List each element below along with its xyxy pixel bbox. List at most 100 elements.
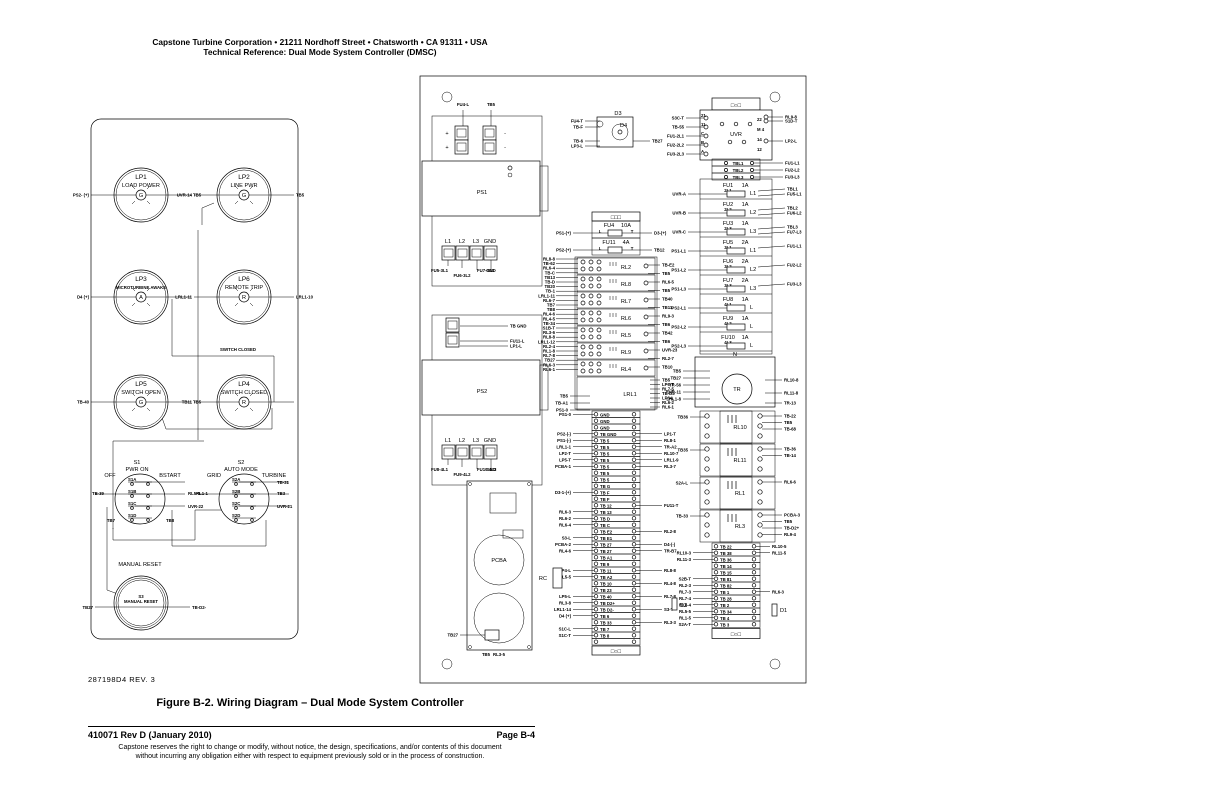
relay-wire-label: TB-68 — [784, 427, 797, 432]
terminal-wire-label: D4 (+) — [559, 613, 572, 618]
relay-terminal-icon — [596, 276, 602, 282]
relay-body — [576, 359, 656, 377]
drawing-number: 287198D4 REV. 3 — [88, 675, 156, 684]
relay-id: RL7 — [621, 299, 631, 305]
terminal-screw-icon — [631, 431, 637, 436]
relay-terminal-icon — [704, 522, 710, 528]
terminal-screw-icon — [751, 609, 757, 614]
lamp-ray-icon — [146, 407, 151, 412]
terminal-wire-label: LP5-L — [559, 594, 571, 599]
relay-terminal-icon — [580, 283, 586, 289]
fuse-cartridge-icon — [607, 246, 623, 254]
relay-wire-label: TB-D3 — [662, 391, 675, 396]
relay-rl6: RL6 — [576, 308, 656, 326]
fuse-output-label: L1 — [750, 248, 756, 254]
uvr-connector-icon: □○□ — [731, 103, 742, 109]
fuse-id: FU7 — [723, 278, 734, 284]
switch-wire-label: TB3 — [277, 491, 286, 496]
fuse-rating: 1A — [742, 221, 749, 227]
pcba-mount-hole-icon — [468, 645, 472, 649]
terminal-label: TB 5 — [600, 464, 610, 469]
diode-d1-icon — [771, 603, 778, 617]
disclaimer-line-1: Capstone reserves the right to change or… — [118, 744, 502, 751]
terminal-wire-label: LRL1-14 — [554, 607, 572, 612]
switch-wire-label: TB-31 — [277, 480, 290, 485]
diode-d2-icon — [671, 597, 678, 611]
terminal-screw-icon — [631, 470, 637, 475]
terminal-screw-icon — [631, 490, 637, 495]
switch-position-right: TURBINE — [262, 473, 287, 479]
relay-wire-label: RL6-4 — [543, 266, 556, 271]
terminal-label: GND — [484, 438, 496, 444]
lamp-ray-icon — [249, 185, 254, 190]
relay-body — [576, 325, 656, 343]
terminal-screw-icon — [713, 622, 719, 627]
relay-terminal-icon — [704, 446, 710, 452]
relay-id: RL11 — [734, 458, 747, 464]
footer-rule — [88, 726, 535, 727]
terminal-label: TB 28 — [720, 596, 732, 601]
fuse-block-connector-icon: □□□ — [611, 215, 622, 221]
relay-terminal-icon — [704, 489, 710, 495]
relay-body — [576, 376, 656, 411]
terminal-label: TB 34 — [720, 609, 732, 614]
terminal-end-connector — [711, 628, 761, 639]
terminal-label: TB E2 — [600, 529, 613, 534]
terminal-row: GND — [591, 423, 641, 431]
terminal-wire-label: RL10-3 — [677, 550, 692, 555]
lamp-color-code: G — [139, 193, 143, 199]
terminal-screw-icon — [631, 522, 637, 527]
terminal-wire-label: RL6-2 — [559, 516, 572, 521]
terminal-wire-label: LP1-T — [664, 431, 676, 436]
transformer-wire-label: RL11-8 — [784, 391, 799, 396]
fuse-wire-label: D3-(+) — [654, 231, 667, 236]
relay-terminal-icon — [704, 499, 710, 505]
ps-wire-label: FU7-3L3 — [477, 268, 495, 273]
ps-wire-label: FU5-3L1 — [431, 268, 449, 273]
uvr-pin-label: B — [701, 140, 704, 145]
terminal-wire-label: RL2-3 — [679, 583, 692, 588]
pcba-mount-hole-icon — [527, 482, 531, 486]
relay-wire-label: TB36 — [677, 415, 688, 420]
relay-terminal-icon — [588, 300, 594, 306]
terminal-label: TB 5 — [600, 458, 610, 463]
lamp-lens-icon — [238, 396, 250, 408]
terminal-screw-icon — [713, 589, 719, 594]
lamp-ray-icon — [131, 185, 136, 190]
switch-closed-note: SWITCH CLOSED — [220, 347, 256, 352]
relay-wire-label: TB-D2+ — [784, 526, 800, 531]
disclaimer-line-2: without incurring any obligation either … — [135, 753, 485, 760]
contact-icon — [146, 518, 150, 522]
ps-wire-label: TB5 — [487, 102, 496, 107]
ps1-clip — [539, 165, 549, 212]
switch-wire-label: UVR-22 — [188, 504, 204, 509]
terminal-screw-icon — [631, 444, 637, 449]
lamp-lens-icon — [238, 189, 250, 201]
terminal-screw-icon — [593, 600, 599, 605]
button-bezel-inner-icon — [117, 579, 165, 627]
switch-position-right: BSTART — [159, 473, 181, 479]
terminal-screw-icon — [593, 438, 599, 443]
relay-id: RL6 — [621, 316, 631, 322]
relay-rl9: RL9 — [576, 342, 656, 360]
contact-label: S2D — [232, 513, 240, 518]
fuse-wire-label: UVR-C — [672, 230, 686, 235]
relay-wire-label: TB7 — [547, 303, 556, 308]
button-bezel-inner-icon — [115, 577, 167, 629]
terminal-screw-icon — [751, 622, 757, 627]
diode-d2-label: D2 — [680, 603, 687, 609]
terminal-screw-icon — [593, 548, 599, 553]
uvr-pin-label: A — [701, 149, 704, 154]
contact-icon — [250, 494, 254, 498]
terminal-wire-label: RL2-8 — [664, 529, 677, 534]
diode-mount-icon — [611, 123, 629, 141]
switch-body-icon — [218, 473, 270, 525]
